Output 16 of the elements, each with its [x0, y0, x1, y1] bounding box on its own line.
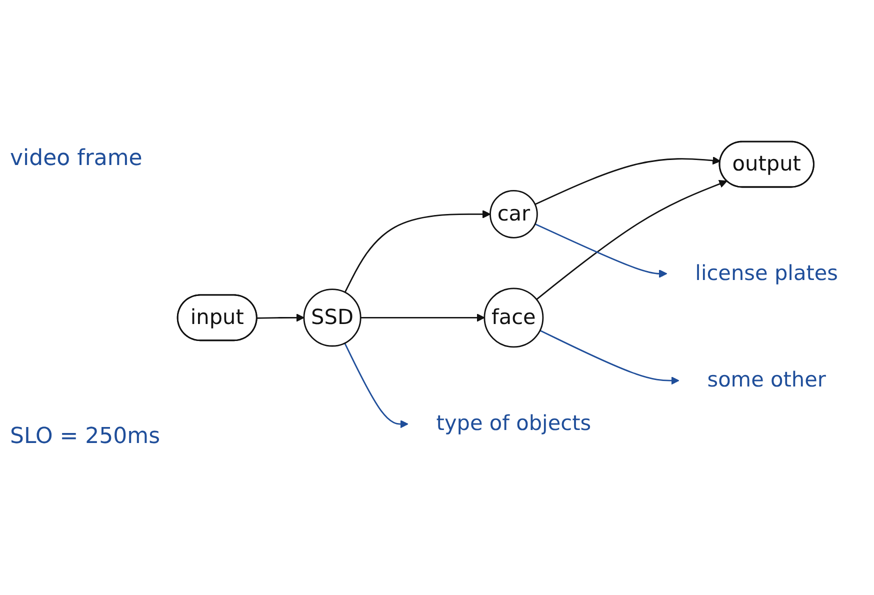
arrow — [540, 330, 680, 385]
node-circle: car — [490, 190, 538, 238]
arrow — [360, 313, 485, 322]
arrow — [344, 210, 491, 292]
arrow — [534, 223, 668, 278]
note-text: SLO = 250ms — [10, 424, 160, 449]
node-text: some other — [707, 368, 826, 392]
node-circle: SSD — [303, 288, 362, 346]
node-text: license plates — [695, 262, 838, 286]
node-circle: face — [484, 287, 544, 348]
arrow — [257, 313, 304, 322]
arrow — [344, 342, 408, 428]
arrow — [536, 180, 728, 300]
node-text: type of objects — [436, 412, 592, 436]
note-text: video frame — [10, 146, 144, 172]
arrow — [534, 156, 721, 205]
